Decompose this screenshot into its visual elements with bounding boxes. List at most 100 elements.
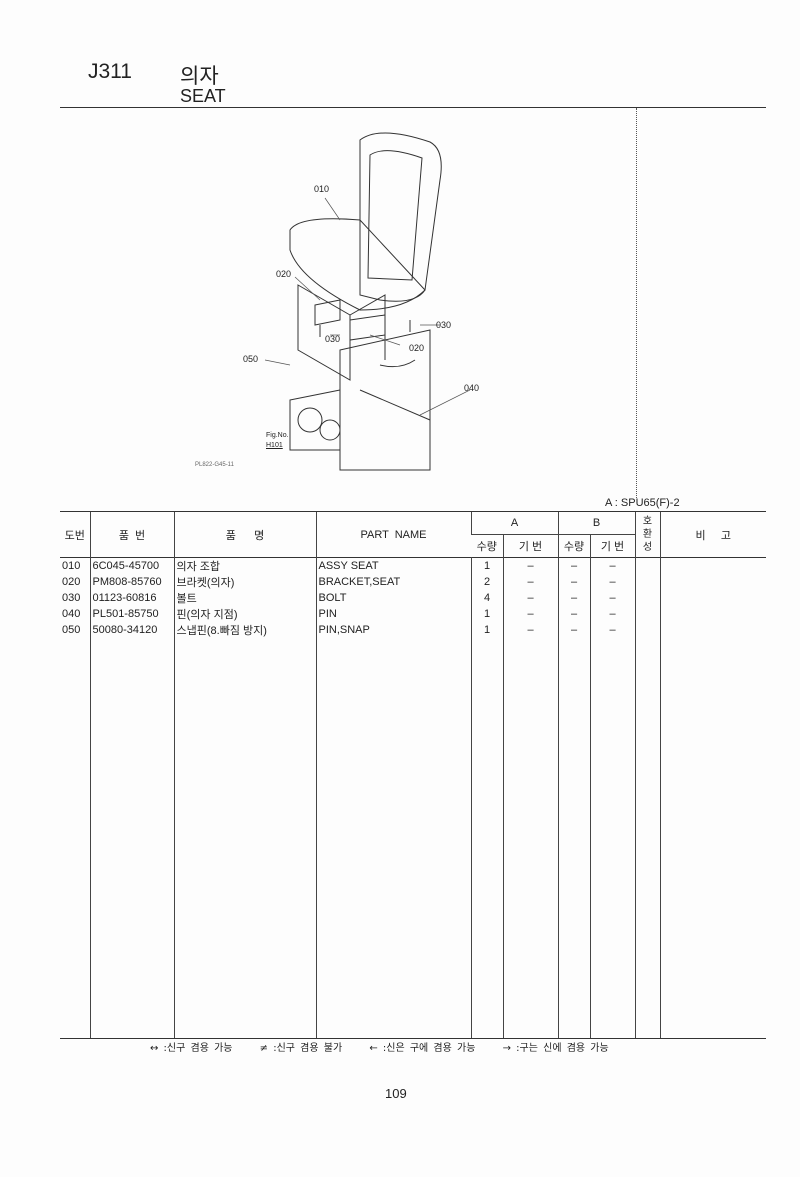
empty-cell <box>557 638 590 1039</box>
parts-table: 도번 품 번 품 명 PART NAME A B 호 환 성 비 고 수량 기 … <box>60 511 766 1039</box>
header-part-no: 품 번 <box>89 511 174 558</box>
cell-a-qty: 1 <box>470 622 503 638</box>
compatibility-legend: ↔ :신구 겸용 가능 ≠ :신구 겸용 불가 ← :신은 구에 겸용 가능 →… <box>150 1039 631 1054</box>
fig-no-label: Fig.No. <box>266 432 289 439</box>
callout-020: 020 <box>276 269 292 279</box>
cell-a-serial: – <box>502 606 558 622</box>
cell-a-qty: 4 <box>470 590 503 606</box>
cell-remarks <box>659 557 766 574</box>
cell-b-serial: – <box>589 622 635 638</box>
model-note: A : SPU65(F)-2 <box>605 497 680 509</box>
header-a-qty: 수량 <box>476 541 497 553</box>
header-no: 도번 <box>60 511 90 558</box>
cell-b-qty: – <box>557 557 590 574</box>
title-divider <box>60 107 766 108</box>
callout-050: 050 <box>243 354 259 364</box>
cell-a-serial: – <box>502 590 558 606</box>
empty-cell <box>589 638 635 1039</box>
cell-part-no: 6C045-45700 <box>89 557 174 574</box>
section-code: J311 <box>88 60 132 83</box>
legend-item: ← :신은 구에 겸용 가능 <box>369 1043 476 1054</box>
page-number: 109 <box>385 1086 407 1101</box>
cell-part-name: BRACKET,SEAT <box>315 574 471 590</box>
empty-cell <box>60 638 90 1039</box>
cell-name-kr: 스냅핀(8.빠짐 방지) <box>173 622 316 638</box>
header-compat: 호 환 성 <box>634 511 660 558</box>
seat-cushion <box>289 218 426 311</box>
empty-cell <box>315 638 471 1039</box>
cell-b-qty: – <box>557 590 590 606</box>
callout-010: 010 <box>314 184 330 194</box>
header-part-name: PART NAME <box>315 511 471 558</box>
cell-b-serial: – <box>589 574 635 590</box>
callout-030: 030 <box>325 334 341 344</box>
cell-a-serial: – <box>502 557 558 574</box>
title-english: SEAT <box>180 86 226 106</box>
legend-item: → :구는 신에 겸용 가능 <box>502 1043 609 1054</box>
empty-cell <box>89 638 174 1039</box>
cell-remarks <box>659 622 766 638</box>
cell-no: 040 <box>62 608 81 620</box>
cell-remarks <box>659 606 766 622</box>
cell-part-name: ASSY SEAT <box>315 557 471 574</box>
header-b-qty: 수량 <box>557 534 590 558</box>
cell-a-serial: – <box>502 574 558 590</box>
empty-cell <box>502 638 558 1039</box>
header-group-b: B <box>557 511 635 535</box>
cell-a-qty: 1 <box>470 557 503 574</box>
cell-b-serial: – <box>589 557 635 574</box>
header-b-serial: 기 번 <box>589 534 635 558</box>
seat-back <box>359 132 442 302</box>
header-remarks: 비 고 <box>659 511 766 558</box>
cell-compat <box>634 557 660 574</box>
legend-item: ≠ :신구 겸용 불가 <box>259 1043 343 1054</box>
cell-part-no: PM808-85760 <box>89 574 174 590</box>
cell-a-qty: 2 <box>470 574 503 590</box>
cell-no: 030 <box>62 592 81 604</box>
cell-name-kr: 볼트 <box>173 590 316 606</box>
cell-a-serial: – <box>502 622 558 638</box>
header-group-a: A <box>470 511 558 535</box>
cell-b-serial: – <box>589 606 635 622</box>
cell-no: 050 <box>62 624 81 636</box>
cell-name-kr: 브라켓(의자) <box>173 574 316 590</box>
empty-cell <box>634 638 660 1039</box>
callout-020: 020 <box>409 343 425 353</box>
table-filler <box>60 638 766 1039</box>
cell-part-name: PIN <box>315 606 471 622</box>
cell-compat <box>634 590 660 606</box>
title-korean: 의자 <box>180 64 219 88</box>
cell-b-qty: – <box>557 574 590 590</box>
cell-part-name: BOLT <box>315 590 471 606</box>
cell-compat <box>634 606 660 622</box>
empty-cell <box>659 638 766 1039</box>
header-a-serial: 기 번 <box>502 534 558 558</box>
cell-b-qty: – <box>557 622 590 638</box>
fig-no: H101 <box>266 442 283 449</box>
cell-compat <box>634 574 660 590</box>
cell-part-no: PL501-85750 <box>89 606 174 622</box>
cell-compat <box>634 622 660 638</box>
cell-b-qty: – <box>557 606 590 622</box>
empty-cell <box>470 638 503 1039</box>
cell-name-kr: 의자 조합 <box>173 557 316 574</box>
dotted-divider <box>636 108 637 498</box>
cell-no: 010 <box>62 560 81 572</box>
header-name-kr: 품 명 <box>173 511 316 558</box>
cell-remarks <box>659 574 766 590</box>
cell-name-kr: 핀(의자 지점) <box>173 606 316 622</box>
cell-part-no: 50080-34120 <box>89 622 174 638</box>
callout-040: 040 <box>464 383 480 393</box>
callout-030: 030 <box>436 320 452 330</box>
cell-a-qty: 1 <box>470 606 503 622</box>
cell-b-serial: – <box>589 590 635 606</box>
exploded-seat-diagram <box>264 132 470 471</box>
cell-part-name: PIN,SNAP <box>315 622 471 638</box>
cell-remarks <box>659 590 766 606</box>
